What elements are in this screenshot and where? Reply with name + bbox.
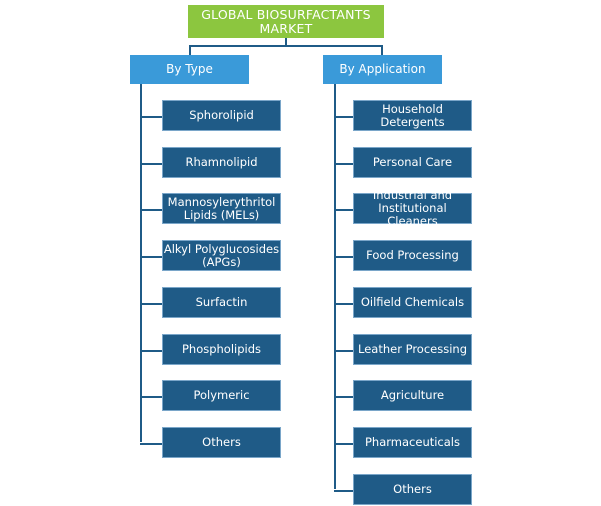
- by-application-branch: [334, 490, 353, 492]
- by-type-item-label: Mannosylerythritol: [167, 194, 276, 209]
- by-application-item-label: Food Processing: [366, 248, 459, 262]
- by-type-item-label: Surfactin: [195, 295, 248, 309]
- by-application-branch: [334, 396, 353, 398]
- by-application-item-label: Oilfield Chemicals: [360, 295, 465, 309]
- by-type-label: By Type: [166, 62, 213, 76]
- by-type-branch: [140, 396, 162, 398]
- root-title-line2: MARKET: [259, 20, 313, 36]
- by-type-item-label: Alkyl Polyglucosides: [163, 241, 280, 256]
- by-application-branch: [334, 209, 353, 211]
- by-application-item: Leather Processing: [353, 334, 472, 365]
- by-type-item-label: Phospholipids: [181, 342, 262, 356]
- by-application-branch: [334, 303, 353, 305]
- by-application-item-label: Pharmaceuticals: [365, 435, 460, 449]
- by-application-item: Household Detergents: [353, 100, 472, 131]
- by-type-item: Phospholipids: [162, 334, 281, 365]
- by-application-branch: [334, 116, 353, 118]
- by-application-item-label: Household Detergents: [380, 101, 445, 129]
- by-type-item: Others: [162, 427, 281, 458]
- by-type-item: Surfactin: [162, 287, 281, 318]
- by-type-branch: [140, 256, 162, 258]
- by-type-item-label: Lipids (MELs): [183, 207, 260, 222]
- root-node: GLOBAL BIOSURFACTANTS MARKET: [188, 5, 384, 38]
- by-type-branch: [140, 443, 162, 445]
- root-connector-horizontal: [189, 45, 382, 47]
- by-application-item-label: Personal Care: [372, 155, 453, 169]
- by-type-branch: [140, 116, 162, 118]
- by-application-item-label: Institutional Cleaners: [378, 201, 447, 228]
- by-application-connector: [381, 45, 383, 55]
- by-type-connector: [189, 45, 191, 55]
- by-type-item-label: Others: [202, 435, 241, 449]
- by-type-item-label: Sphorolipid: [189, 108, 254, 122]
- by-type-item: Sphorolipid: [162, 100, 281, 131]
- by-type-item: Rhamnolipid: [162, 147, 281, 178]
- by-type-branch: [140, 303, 162, 305]
- by-type-item-label: Polymeric: [193, 388, 250, 402]
- by-application-item: Pharmaceuticals: [353, 427, 472, 458]
- by-application-branch: [334, 256, 353, 258]
- by-type-item: Polymeric: [162, 380, 281, 411]
- by-type-node: By Type: [130, 55, 249, 84]
- by-application-branch: [334, 163, 353, 165]
- by-type-branch: [140, 209, 162, 211]
- by-application-item-label: Industrial and: [372, 188, 453, 202]
- by-application-item-label: Agriculture: [380, 388, 445, 402]
- by-application-label: By Application: [339, 62, 426, 76]
- by-type-branch: [140, 350, 162, 352]
- by-application-node: By Application: [323, 55, 442, 84]
- by-application-branch: [334, 350, 353, 352]
- root-connector-vertical: [285, 38, 287, 46]
- by-application-item: Oilfield Chemicals: [353, 287, 472, 318]
- by-application-item-label: Others: [393, 482, 432, 496]
- root-title-line1: GLOBAL BIOSURFACTANTS: [201, 6, 371, 22]
- by-application-item: Agriculture: [353, 380, 472, 411]
- by-application-trunk: [334, 84, 336, 489]
- by-application-item-label: Leather Processing: [358, 342, 467, 356]
- by-application-item: Food Processing: [353, 240, 472, 271]
- by-type-item-label: (APGs): [202, 254, 241, 269]
- by-type-item-label: Rhamnolipid: [185, 155, 258, 169]
- by-application-item: Others: [353, 474, 472, 505]
- by-type-branch: [140, 163, 162, 165]
- by-type-item: Alkyl Polyglucosides(APGs): [162, 240, 281, 271]
- by-type-trunk: [140, 84, 142, 442]
- by-application-item: Personal Care: [353, 147, 472, 178]
- by-application-branch: [334, 443, 353, 445]
